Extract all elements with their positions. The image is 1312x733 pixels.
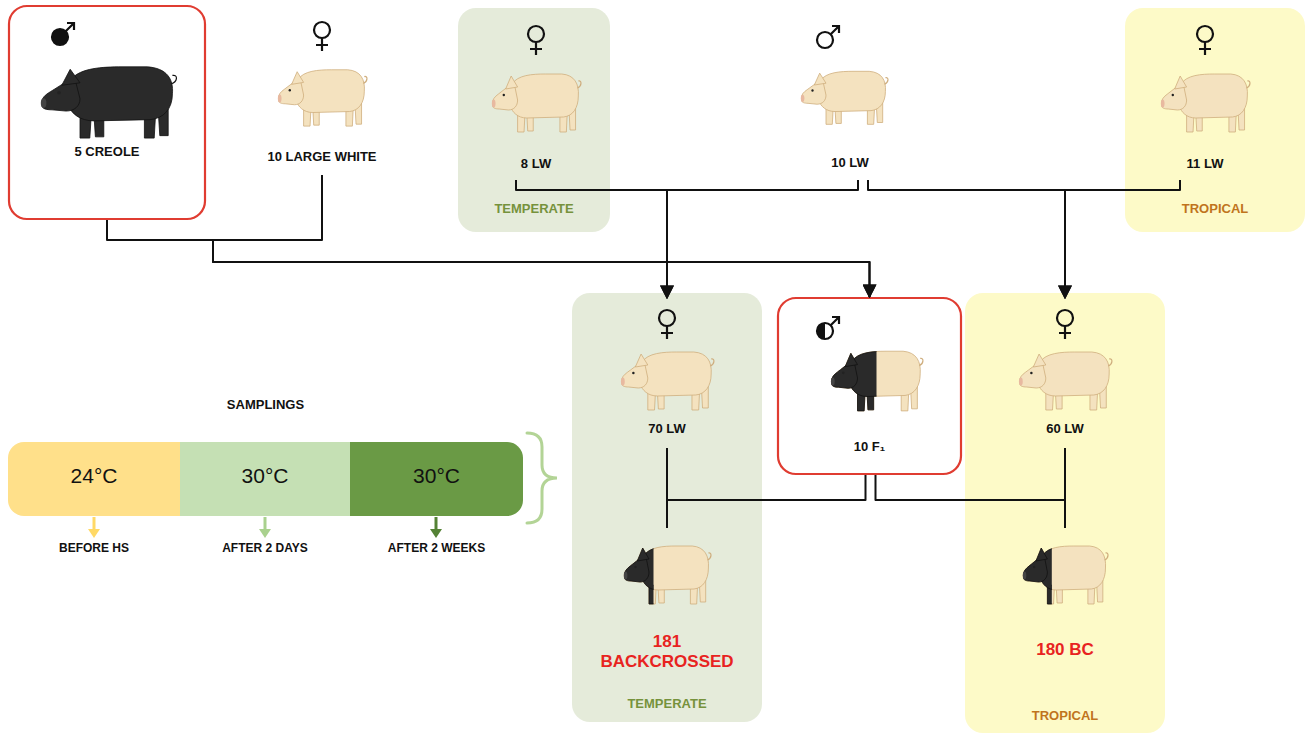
stage-label: AFTER 2 DAYS — [222, 542, 308, 556]
node-label: 24°C — [71, 464, 118, 488]
pig-illustration — [624, 546, 711, 604]
node-label: 30°C — [413, 464, 460, 488]
sex-symbol — [1057, 310, 1073, 339]
founder-box: 5 CREOLE — [8, 5, 206, 220]
shape-group — [8, 6, 1305, 733]
climate-band: TEMPERATE 70 LW 181 BACKCROSSED — [572, 293, 762, 722]
cross-connector — [213, 175, 870, 297]
founder-box: 10 F₁ — [777, 297, 962, 475]
node-label: 10 LARGE WHITE — [267, 150, 376, 165]
node-label: 8 LW — [521, 157, 551, 172]
cross-connector — [516, 180, 667, 298]
node-illustration — [8, 5, 206, 220]
cross-connector — [1064, 448, 1066, 528]
pig-illustration — [1019, 352, 1112, 410]
breed-group: 8 LW — [472, 14, 600, 180]
founder-box-shape — [9, 6, 205, 219]
node-label: 11 LW — [1187, 157, 1224, 172]
pig-illustration — [492, 74, 581, 132]
stage-label: AFTER 2 WEEKS — [388, 542, 485, 556]
node-label: 10 LW — [831, 156, 869, 171]
sampling-stage: 30°CAFTER 2 DAYS — [180, 442, 350, 516]
pig-illustration — [621, 352, 714, 410]
node-label: SAMPLINGS — [227, 398, 304, 413]
sampling-arrow — [88, 517, 100, 538]
pig-illustration — [278, 70, 367, 126]
founder-box-shape — [778, 298, 961, 474]
offspring-group: 180 BC — [985, 528, 1145, 678]
cross-connector — [667, 180, 858, 298]
sex-symbol — [817, 26, 839, 48]
climate-band: TROPICAL 60 LW 180 BC — [965, 293, 1165, 733]
cross-connector — [107, 220, 870, 297]
sex-symbol — [314, 22, 330, 51]
node-illustration — [472, 14, 600, 180]
sex-symbol — [817, 317, 839, 339]
sampling-stage: 30°CAFTER 2 WEEKS — [350, 442, 523, 516]
edge-group — [107, 175, 1180, 528]
node-label: 180 BC — [1036, 640, 1094, 660]
sex-symbol — [659, 310, 675, 339]
pig-illustration — [41, 67, 177, 138]
sex-symbol — [528, 26, 544, 55]
breed-group: 10 LW — [785, 10, 915, 180]
node-label: TEMPERATE — [494, 202, 573, 217]
sampling-stage-shape — [350, 442, 523, 516]
sampling-arrow — [259, 517, 271, 538]
node-label: 30°C — [242, 464, 289, 488]
node-label: 70 LW — [648, 422, 686, 437]
node-label: 181 BACKCROSSED — [592, 632, 742, 671]
cross-connector — [667, 475, 866, 528]
breed-group: 10 LARGE WHITE — [262, 10, 382, 175]
breed-group: 60 LW — [1005, 298, 1125, 448]
breed-group: 70 LW — [607, 298, 727, 448]
node-label: 5 CREOLE — [74, 145, 139, 160]
cross-connector — [868, 180, 1065, 298]
pig-illustration — [801, 71, 888, 124]
sex-symbol — [1197, 26, 1213, 55]
stage-label: BEFORE HS — [59, 542, 129, 556]
sampling-stage: 24°CBEFORE HS — [8, 442, 180, 516]
climate-band: TEMPERATE 8 LW — [458, 8, 610, 232]
node-label: 10 F₁ — [854, 440, 885, 455]
climate-band-shape — [1125, 8, 1305, 232]
climate-band-shape — [458, 8, 610, 232]
sampling-bar: SAMPLINGS24°CBEFORE HS30°CAFTER 2 DAYS30… — [8, 442, 523, 516]
sampling-stage-shape — [180, 442, 350, 516]
sampling-bracket — [527, 433, 557, 523]
node-label: TEMPERATE — [627, 697, 706, 712]
pig-illustration — [1161, 74, 1250, 132]
sampling-stage-shape — [8, 442, 180, 516]
climate-band: TROPICAL 11 LW — [1125, 8, 1305, 232]
cross-connector — [1065, 180, 1180, 298]
cross-connector — [876, 475, 1066, 528]
sex-symbol — [52, 23, 74, 45]
pig-illustration — [1023, 546, 1108, 604]
node-label: TROPICAL — [1182, 202, 1248, 217]
node-illustration — [785, 10, 915, 180]
node-label: TROPICAL — [1032, 709, 1098, 724]
offspring-group: 181 BACKCROSSED — [582, 528, 752, 688]
node-label: 60 LW — [1046, 422, 1084, 437]
climate-band-shape — [965, 293, 1165, 733]
node-illustration — [1145, 14, 1265, 180]
pig-illustration — [831, 351, 923, 411]
sampling-arrow — [430, 517, 442, 538]
breed-group: 11 LW — [1145, 14, 1265, 180]
